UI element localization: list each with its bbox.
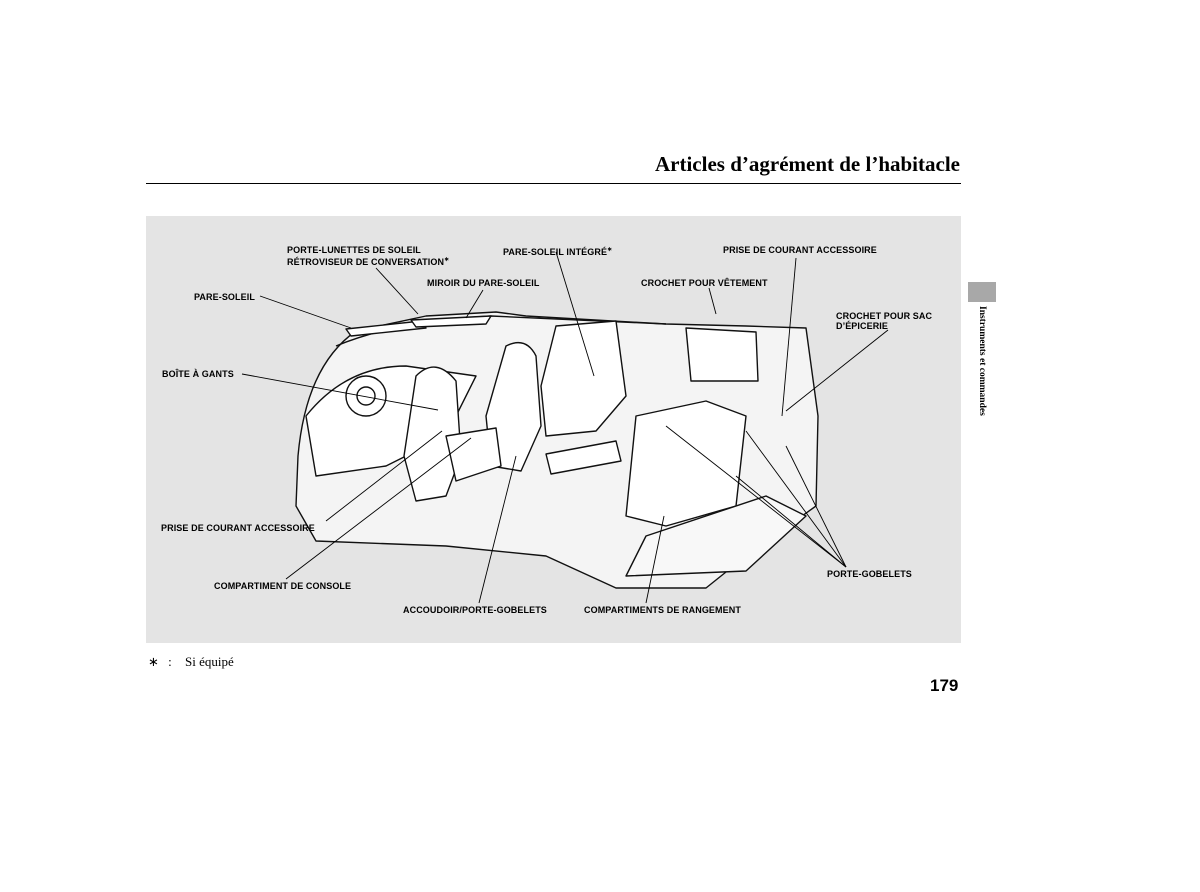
label-console-compartment: COMPARTIMENT DE CONSOLE — [214, 581, 352, 591]
section-tab — [968, 282, 996, 302]
label-glove-box: BOÎTE À GANTS — [162, 369, 234, 379]
label-storage-compartments: COMPARTIMENTS DE RANGEMENT — [584, 605, 741, 615]
label-visor-mirror: MIROIR DU PARE-SOLEIL — [427, 278, 540, 288]
sun-visor — [345, 320, 427, 337]
page-number: 179 — [930, 676, 959, 695]
cargo-floor — [625, 495, 807, 577]
label-power-outlet-front: PRISE DE COURANT ACCESSOIRE — [161, 523, 315, 533]
label-integrated-sunshade: PARE-SOLEIL INTÉGRÉ∗ — [503, 247, 613, 257]
footnote-text: Si équipé — [185, 654, 234, 669]
third-row-seat — [625, 400, 747, 527]
center-console — [445, 427, 502, 482]
page-title: Articles d’agrément de l’habitacle — [654, 152, 960, 176]
second-row-armrest — [545, 440, 622, 475]
steering-wheel — [345, 375, 387, 417]
label-power-outlet-rear: PRISE DE COURANT ACCESSOIRE — [723, 245, 877, 255]
second-row-seat — [540, 320, 627, 437]
label-grocery-hook-line1: CROCHET POUR SAC — [836, 311, 933, 321]
title-rule — [146, 183, 961, 184]
interior-illustration: PORTE-LUNETTES DE SOLEIL RÉTROVISEUR DE … — [146, 216, 961, 643]
label-conversation-mirror: RÉTROVISEUR DE CONVERSATION∗ — [287, 257, 450, 267]
front-seat-right — [485, 342, 542, 472]
footnote-separator: : — [168, 654, 172, 669]
label-armrest-cupholder: ACCOUDOIR/PORTE-GOBELETS — [403, 605, 547, 615]
footnote: ∗ : Si équipé — [148, 654, 234, 670]
label-sunvisor: PARE-SOLEIL — [194, 292, 255, 302]
label-cupholders: PORTE-GOBELETS — [827, 569, 912, 579]
label-sunglasses-holder: PORTE-LUNETTES DE SOLEIL — [287, 245, 421, 255]
footnote-mark: ∗ — [148, 654, 159, 669]
label-coat-hook: CROCHET POUR VÊTEMENT — [641, 278, 768, 288]
overhead-console — [410, 315, 492, 328]
rear-window — [685, 327, 759, 382]
front-seat-left — [403, 366, 462, 502]
label-grocery-hook-line2: D’ÉPICERIE — [836, 321, 889, 331]
section-label: Instruments et commandes — [977, 306, 987, 416]
vehicle-interior-drawing — [241, 251, 889, 604]
